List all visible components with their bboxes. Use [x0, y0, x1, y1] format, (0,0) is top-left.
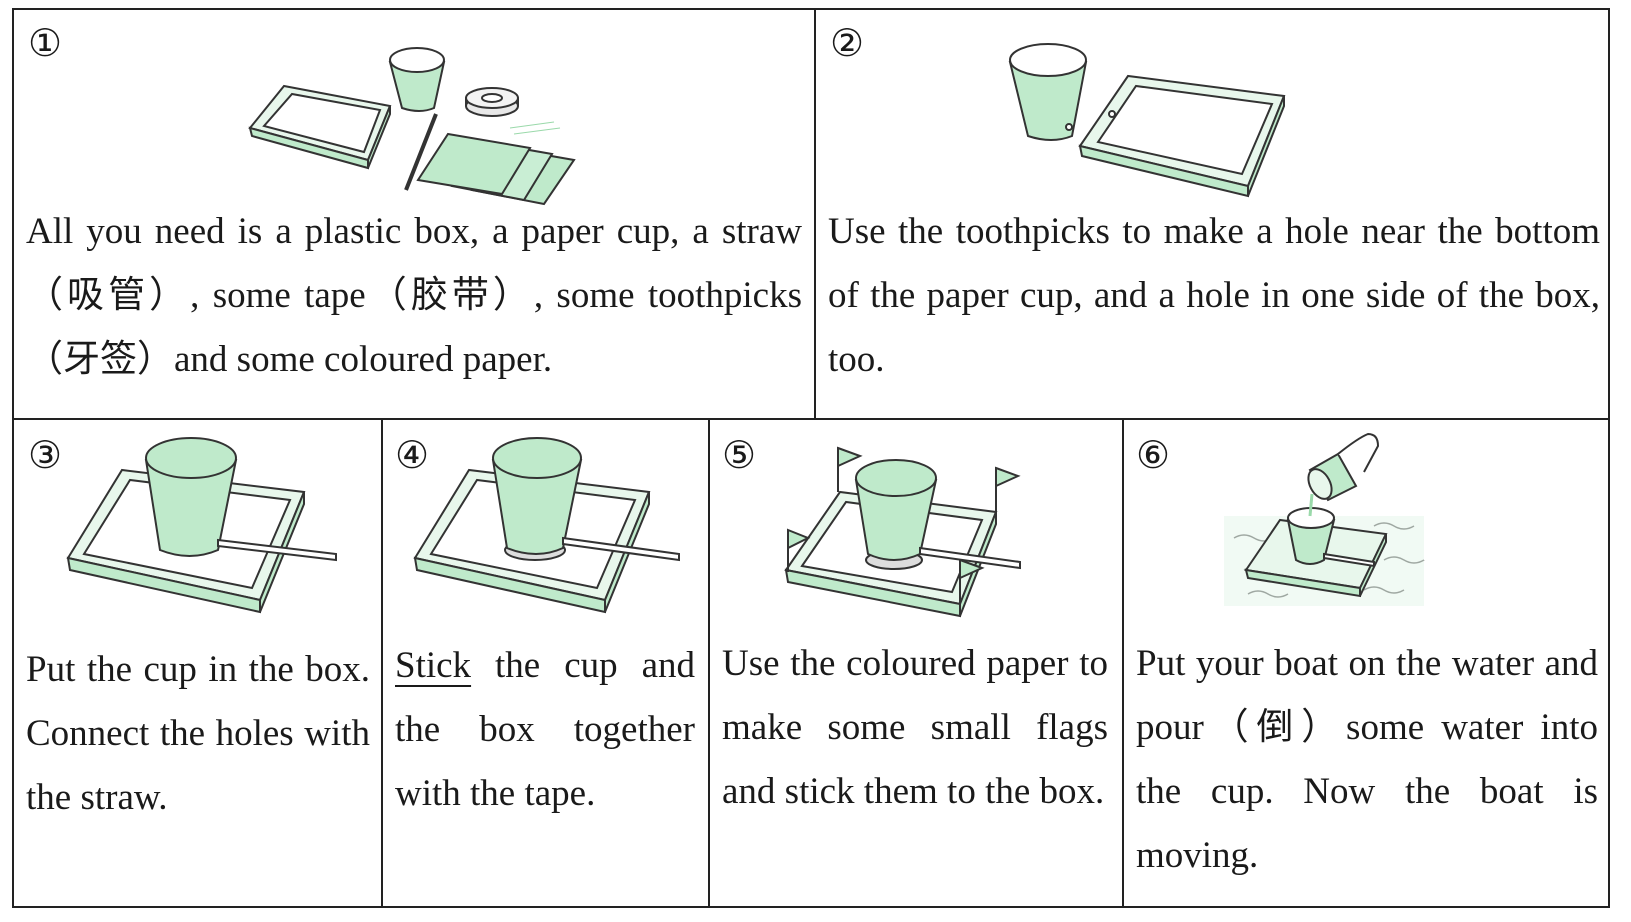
step-5-cell: ⑤ Use the coloured paper to make some sm…: [710, 420, 1122, 908]
col-divider-b2: [708, 418, 710, 908]
step-6-text: Put your boat on the water and pour（倒）so…: [1136, 643, 1598, 876]
step-4-text-rest: the cup and the box together with the ta…: [395, 645, 695, 814]
step-4-text: Stick the cup and the box together with …: [395, 634, 695, 826]
flags-illustration: [784, 446, 1021, 618]
tape-cup-illustration: [413, 437, 680, 614]
col-divider-b1: [381, 418, 383, 908]
step-5-number: ⑤: [722, 433, 757, 477]
step-1-cell: ① All y: [14, 10, 814, 418]
step-1-number: ①: [28, 21, 63, 65]
step-4-number: ④: [395, 433, 430, 477]
boat-water-illustration: [1224, 432, 1425, 606]
step-5-text: Use the coloured paper to make some smal…: [722, 643, 1108, 812]
step-4-keyword: Stick: [395, 645, 472, 686]
col-divider-b3: [1122, 418, 1124, 908]
step-3-cell: ③ Put the cup in the box. Connect the ho…: [14, 420, 381, 908]
materials-illustration: [248, 47, 576, 206]
step-2-text: Use the toothpicks to make a hole near t…: [828, 211, 1600, 380]
step-3-text: Put the cup in the box. Connect the hole…: [26, 649, 370, 818]
row-divider: [12, 418, 1610, 420]
step-6-cell: ⑥ Put your boat on the water and: [1124, 420, 1610, 908]
hole-illustration: [1008, 43, 1286, 198]
step-3-number: ③: [28, 433, 63, 477]
step-4-cell: ④ Stick the cup and the box together wit…: [383, 420, 708, 908]
step-2-number: ②: [830, 21, 865, 65]
step-2-cell: ② Use the toothpicks to make a hole near…: [816, 10, 1610, 418]
step-1-text: All you need is a plastic box, a paper c…: [26, 211, 802, 380]
step-6-number: ⑥: [1136, 433, 1171, 477]
col-divider-top: [814, 8, 816, 419]
instruction-grid: [12, 8, 1610, 908]
cup-in-box-illustration: [66, 437, 337, 614]
